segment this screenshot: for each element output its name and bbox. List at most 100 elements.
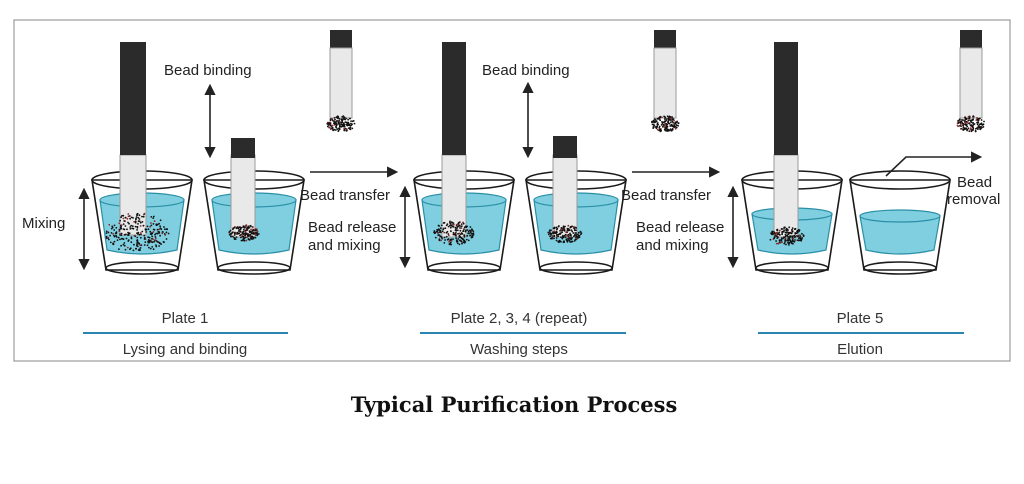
bead-particle [120,232,123,235]
bead-particle [563,229,566,232]
bead-particle [456,242,459,245]
bead-particle [253,229,255,232]
bead-particle [434,231,437,234]
bead-particle [116,239,119,242]
bead-particle [656,122,659,124]
bead-particle [788,244,790,246]
bead-particle [331,127,334,130]
bead-particle [242,230,245,233]
bead-particle [784,237,787,240]
bead-particle [966,122,969,124]
bead-particle [577,237,579,239]
bead-particle [137,220,140,223]
bead-particle [236,231,239,234]
bead-particle [569,232,571,235]
bead-particle [674,127,677,130]
bead-particle [447,238,450,240]
bead-particle [664,116,666,118]
bead-particle [560,236,562,239]
bead-particle [119,219,121,222]
bead-particle [559,230,561,232]
bead-transfer-label-1: Bead transfer [300,187,390,204]
bead-particle [165,238,168,240]
bead-particle [969,124,972,127]
bead-particle [159,225,162,228]
magnet-rod-4 [441,42,467,238]
bead-particle [337,127,340,130]
bead-particle [549,232,551,235]
bead-particle [787,241,789,244]
bead-particle [962,126,965,129]
bead-particle [155,232,158,235]
bead-particle [350,124,353,127]
bead-particle [656,128,659,131]
beads-8-cluster [956,115,985,133]
bead-particle [242,239,244,242]
bead-particle [956,124,959,127]
bead-particle [118,230,121,233]
bead-particle [246,233,249,235]
bead-particle [556,235,558,237]
bead-particle [471,236,474,239]
bead-particle [979,117,981,120]
bead-particle [140,233,142,236]
bead-particle [575,232,577,234]
bead-particle [652,124,655,126]
bead-particle [972,119,974,121]
bead-particle [449,224,451,227]
bead-particle [790,242,793,245]
bead-particle [578,234,581,237]
bead-particle [438,238,441,241]
bead-binding-label-2: Bead binding [482,62,570,79]
bead-particle [118,228,121,231]
bead-particle [575,235,578,238]
bead-particle [143,244,146,246]
bead-particle [787,239,790,242]
bead-particle [334,129,337,131]
bead-particle [340,121,343,124]
bead-particle [559,233,561,236]
bead-particle [341,115,344,118]
bead-particle [350,120,352,122]
bead-particle [964,127,967,130]
bead-particle [326,122,329,125]
bead-particle [464,241,467,243]
bead-particle [787,237,790,240]
bead-particle [245,239,248,242]
bead-particle [137,223,139,225]
bead-particle [125,237,128,240]
bead-particle [665,124,668,127]
bead-particle [662,125,664,128]
bead-particle [444,239,446,241]
bead-particle [466,229,469,232]
bead-particle [329,118,332,121]
bead-particle [972,121,974,124]
bead-particle [670,117,673,119]
bead-particle [143,212,146,215]
bead-particle [242,228,245,231]
bead-particle [567,228,570,230]
bead-particle [787,233,790,235]
bead-particle [329,123,332,125]
bead-particle [469,226,472,228]
bead-particle [437,228,440,231]
bead-particle [453,233,456,236]
bead-particle [143,234,146,237]
bead-particle [338,119,340,122]
bead-particle [564,236,567,239]
bead-particle [119,232,121,235]
bead-particle [773,236,776,239]
bead-particle [800,238,803,240]
bead-particle [136,213,139,215]
bead-particle [794,236,796,239]
bead-particle [349,126,352,129]
bead-particle [347,118,349,121]
bead-particle [677,124,679,127]
bead-particle [673,126,676,128]
magnet-rod-8 [959,30,983,119]
bead-particle [794,239,796,241]
bead-particle [240,239,243,242]
bead-particle [674,123,677,125]
bead-particle [246,234,249,237]
bead-particle [774,233,777,236]
